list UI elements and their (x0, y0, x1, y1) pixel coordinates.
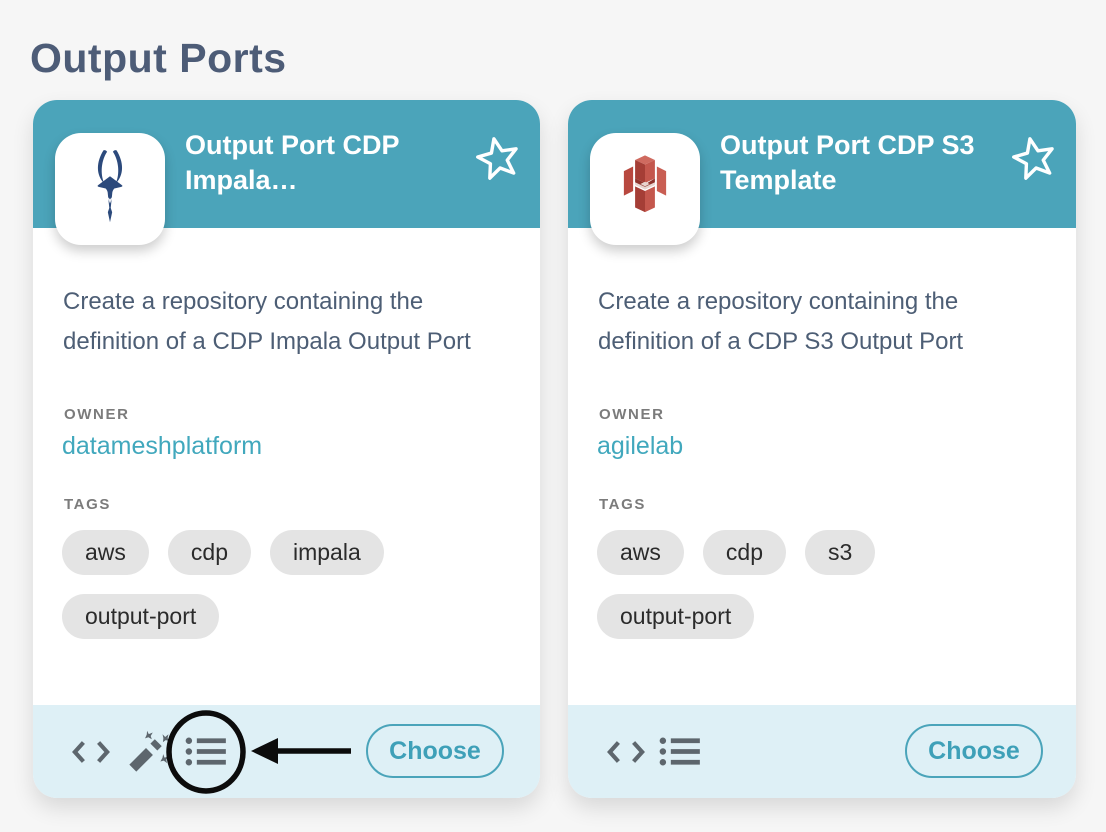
card-description: Create a repository containing the defin… (63, 288, 471, 355)
favorite-star-icon[interactable] (1010, 134, 1058, 182)
code-icon[interactable] (607, 737, 645, 767)
tag-chip: output-port (597, 594, 755, 639)
tag-chip: impala (270, 530, 384, 575)
owner-value-link[interactable]: agilelab (597, 432, 684, 460)
choose-button[interactable]: Choose (366, 724, 504, 778)
tags-list: aws cdp s3 output-port (597, 530, 1029, 639)
impala-logo-icon (74, 146, 146, 233)
owner-label: OWNER (64, 406, 130, 423)
tag-chip: aws (62, 530, 149, 575)
template-card-s3: Output Port CDP S3 Template Create a rep… (568, 100, 1076, 798)
footer-icons (607, 705, 702, 798)
s3-logo-icon (612, 151, 678, 228)
card-footer: Choose (33, 705, 540, 798)
footer-icons (72, 705, 228, 798)
tag-chip: cdp (167, 530, 251, 575)
code-icon[interactable] (72, 737, 110, 767)
list-icon[interactable] (659, 734, 702, 769)
tag-chip: aws (597, 530, 684, 575)
template-card-impala: Output Port CDP Impala… Create a reposit… (33, 100, 540, 798)
list-icon[interactable] (185, 734, 228, 769)
card-footer: Choose (568, 705, 1076, 798)
choose-button[interactable]: Choose (905, 724, 1043, 778)
logo-box (590, 133, 700, 245)
favorite-star-icon[interactable] (474, 134, 522, 182)
tag-chip: s3 (805, 530, 876, 575)
tags-label: TAGS (599, 496, 646, 513)
owner-value-link[interactable]: datameshplatform (62, 432, 263, 460)
tag-chip: output-port (62, 594, 220, 639)
wand-icon[interactable] (124, 728, 171, 775)
card-description: Create a repository containing the defin… (598, 288, 964, 355)
page-title: Output Ports (30, 35, 287, 82)
logo-box (55, 133, 165, 245)
card-title: Output Port CDP S3 Template (720, 130, 975, 195)
tags-label: TAGS (64, 496, 111, 513)
tags-list: aws cdp impala output-port (62, 530, 494, 639)
tag-chip: cdp (702, 530, 786, 575)
owner-label: OWNER (599, 406, 665, 423)
card-title: Output Port CDP Impala… (185, 130, 399, 195)
